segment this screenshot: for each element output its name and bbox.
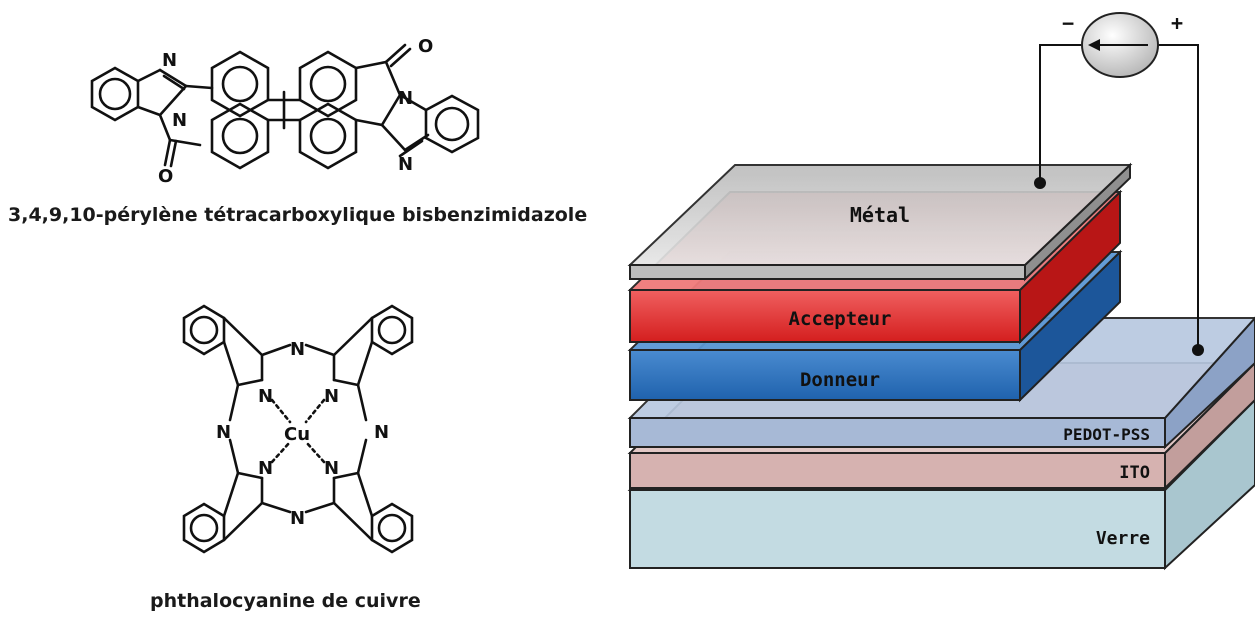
label-ito: ITO [1119, 463, 1150, 483]
copper-phthalocyanine-structure [182, 304, 414, 554]
atom-n: N [258, 386, 273, 407]
device-stack: Verre ITO PEDOT-PSS Donneur Acce [627, 162, 1255, 571]
atom-n: N [290, 339, 305, 360]
atom-o: O [418, 36, 433, 57]
atom-n: N [324, 458, 339, 479]
contact-dot-metal [1034, 177, 1046, 189]
atom-n: N [290, 508, 305, 529]
atom-n: N [216, 422, 231, 443]
external-circuit: − + [1034, 11, 1204, 356]
terminal-plus: + [1171, 11, 1183, 35]
atom-n: N [258, 458, 273, 479]
ammeter-icon [1081, 12, 1159, 78]
atom-n: N [398, 88, 413, 109]
atom-n: N [398, 154, 413, 175]
layer-metal: Métal [627, 162, 1133, 282]
contact-dot-ito [1192, 344, 1204, 356]
label-glass: Verre [1096, 528, 1150, 549]
atom-cu: Cu [284, 424, 310, 445]
atom-n: N [374, 422, 389, 443]
label-metal: Métal [850, 203, 910, 227]
caption-perylene: 3,4,9,10-pérylène tétracarboxylique bisb… [8, 204, 588, 226]
label-acceptor: Accepteur [789, 308, 892, 330]
perylene-bisbenzimidazole-structure [90, 43, 480, 170]
atom-o: O [158, 166, 173, 187]
perylene-atom-labels: N N O O N N [158, 36, 433, 187]
atom-n: N [162, 50, 177, 71]
caption-phthalocyanine: phthalocyanine de cuivre [150, 590, 421, 612]
terminal-minus: − [1062, 11, 1074, 35]
phthalocyanine-atom-labels: N N N N N Cu N N N [216, 339, 389, 529]
atom-n: N [324, 386, 339, 407]
label-donor: Donneur [800, 369, 880, 391]
label-pedot: PEDOT-PSS [1063, 425, 1150, 444]
atom-n: N [172, 110, 187, 131]
